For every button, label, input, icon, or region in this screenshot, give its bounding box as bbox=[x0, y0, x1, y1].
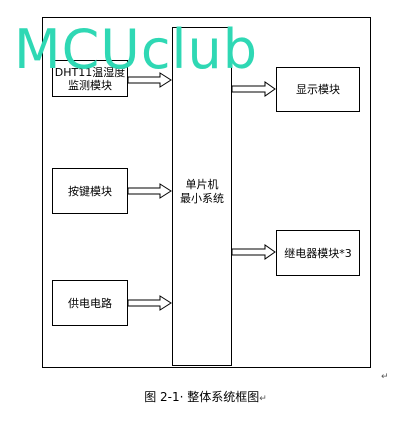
arrow-mcu-to-display bbox=[231, 81, 276, 97]
caption-paragraph-mark: ↵ bbox=[259, 394, 267, 404]
arrow-mcu-to-relay bbox=[231, 244, 276, 260]
mcuclub-watermark: MCUclub bbox=[14, 18, 259, 81]
relay-module: 继电器模块*3 bbox=[276, 230, 360, 276]
power-circuit: 供电电路 bbox=[52, 280, 128, 326]
mcu-label: 单片机 最小系统 bbox=[180, 178, 224, 205]
system-frame bbox=[42, 17, 371, 368]
mcu-minimum-system: 单片机 最小系统 bbox=[172, 27, 232, 366]
paragraph-mark: ↵ bbox=[381, 372, 389, 382]
display-module: 显示模块 bbox=[276, 67, 360, 112]
arrow-key-to-mcu bbox=[127, 183, 172, 199]
arrow-temp-to-mcu bbox=[127, 72, 172, 88]
arrow-power-to-mcu bbox=[127, 295, 172, 311]
temp-humidity-module: DHT11温湿度 监测模块 bbox=[52, 60, 128, 97]
caption-text: 图 2-1· 整体系统框图 bbox=[144, 390, 260, 404]
figure-caption: 图 2-1· 整体系统框图↵ bbox=[0, 388, 411, 405]
